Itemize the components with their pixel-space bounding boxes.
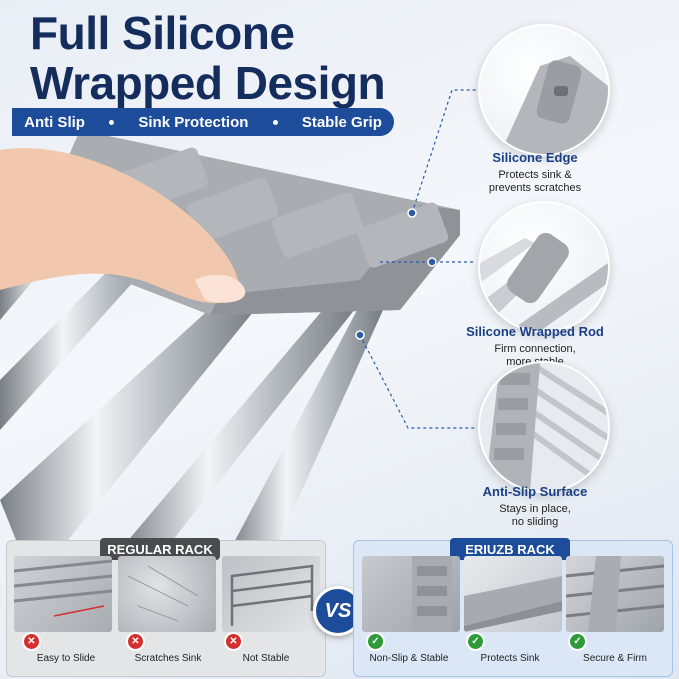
rack-illustration (0, 130, 460, 550)
regular-label: Not Stable (242, 653, 290, 664)
silicone-edge-icon (500, 56, 608, 154)
silicone-rod-closeup (478, 201, 610, 333)
finger (0, 148, 246, 304)
regular-label: Scratches Sink (134, 653, 202, 664)
x-mark-icon: ✕ (224, 632, 243, 651)
eriuzb-label: Non-Slip & Stable (369, 653, 449, 664)
regular-rack-heading: REGULAR RACK (100, 538, 220, 560)
silicone-rod-icon (480, 232, 608, 331)
feature-desc-1: Firm connection, (494, 343, 576, 355)
regular-thumb-slide (14, 556, 112, 632)
regular-label: Easy to Slide (36, 653, 96, 664)
check-mark-icon: ✓ (568, 632, 587, 651)
anti-slip-closeup (478, 361, 610, 493)
page-title: Full Silicone Wrapped Design (30, 8, 450, 108)
eriuzb-thumb-nonslip (362, 556, 460, 632)
bullet-icon (272, 119, 278, 125)
title-line-2: Wrapped Design (30, 57, 386, 109)
bullet-icon (109, 119, 115, 125)
check-mark-icon: ✓ (466, 632, 485, 651)
eriuzb-label: Secure & Firm (583, 653, 647, 664)
tag-sink-protection: Sink Protection (138, 113, 249, 131)
eriuzb-label: Protects Sink (480, 653, 540, 664)
tag-anti-slip: Anti Slip (24, 113, 85, 131)
feature-title: Silicone Edge (492, 150, 578, 165)
eriuzb-rack-heading: ERIUZB RACK (450, 538, 570, 560)
feature-title: Anti-Slip Surface (482, 484, 588, 499)
x-mark-icon: ✕ (126, 632, 145, 651)
silicone-edge-closeup (478, 24, 610, 156)
feature-desc-1: Protects sink & (498, 169, 572, 181)
eriuzb-thumb-secure (566, 556, 664, 632)
feature-desc-2: prevents scratches (488, 182, 582, 194)
feature-title: Silicone Wrapped Rod (466, 324, 604, 339)
regular-thumb-unstable (222, 556, 320, 632)
anti-slip-icon (480, 363, 608, 491)
regular-thumb-scratch (118, 556, 216, 632)
feature-tags: Anti Slip Sink Protection Stable Grip (12, 108, 394, 136)
steel-rods (0, 180, 392, 550)
feature-desc-2: no sliding (511, 516, 559, 528)
eriuzb-thumb-protect (464, 556, 562, 632)
check-mark-icon: ✓ (366, 632, 385, 651)
title-line-1: Full Silicone (30, 7, 295, 59)
feature-desc-1: Stays in place, (499, 503, 571, 515)
tag-stable-grip: Stable Grip (301, 113, 382, 131)
x-mark-icon: ✕ (22, 632, 41, 651)
